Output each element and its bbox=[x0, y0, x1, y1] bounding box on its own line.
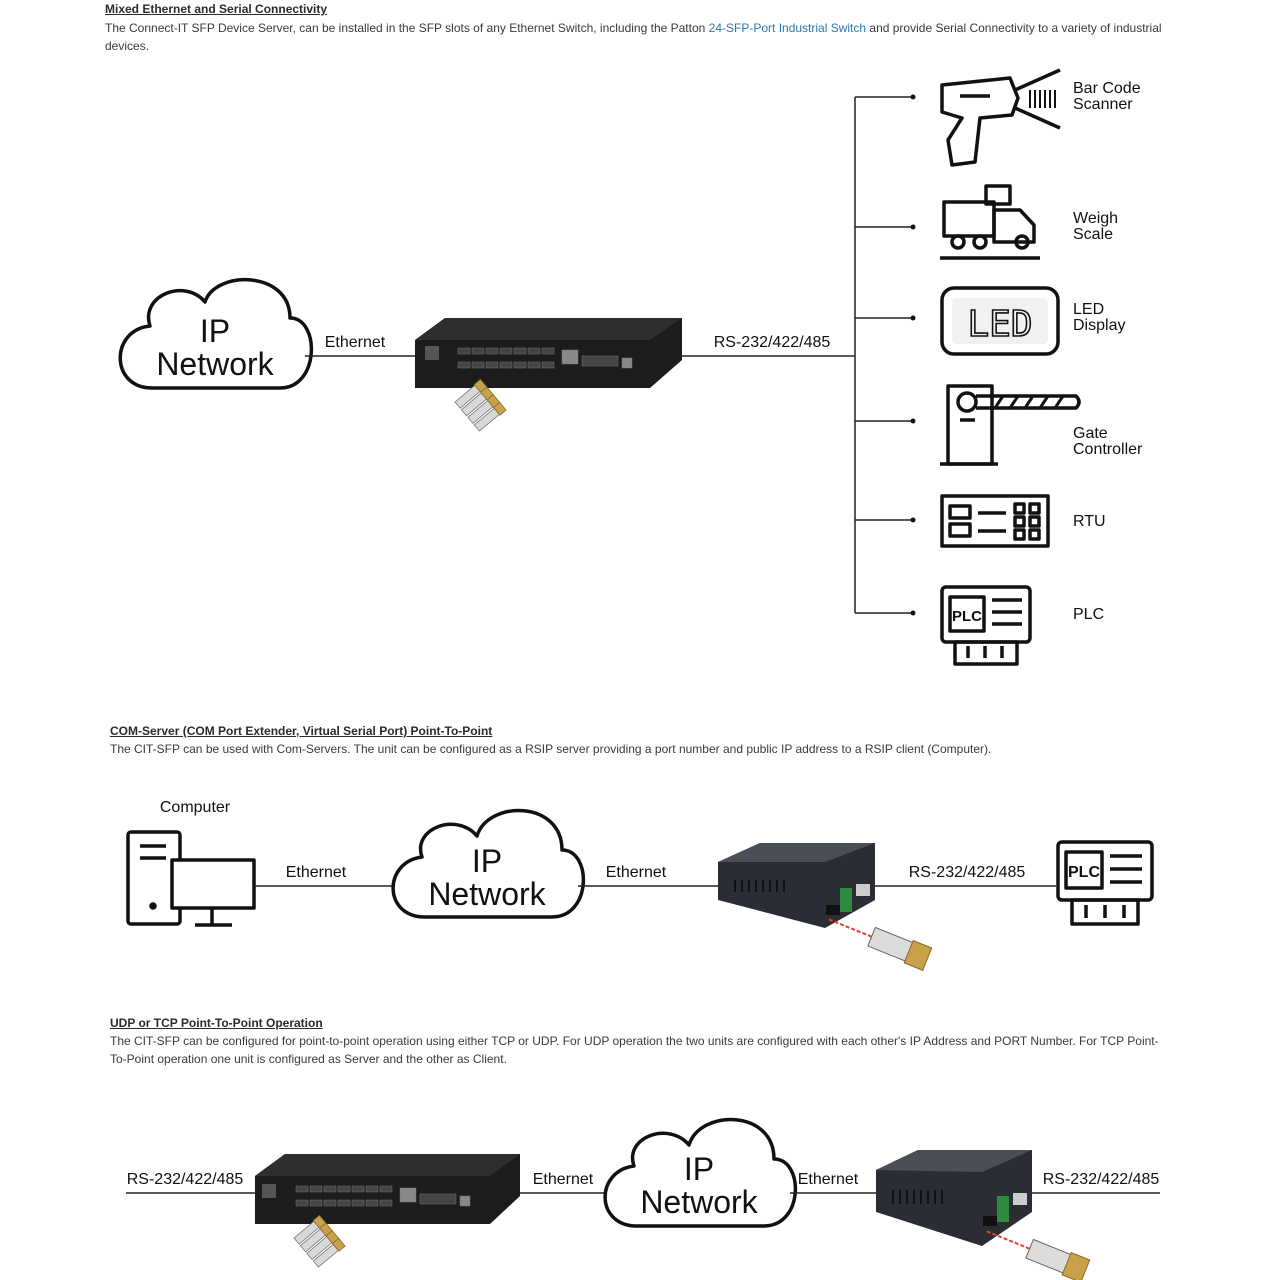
plc2-icon-text: PLC bbox=[1068, 864, 1100, 881]
section2-description: The CIT-SFP can be used with Com-Servers… bbox=[110, 742, 992, 756]
media-converter bbox=[718, 843, 875, 928]
cloud-network-label: Network bbox=[156, 346, 274, 382]
cloud-converter-label: Ethernet bbox=[798, 1171, 859, 1188]
device-label-plc: PLC bbox=[1073, 606, 1104, 623]
computer-icon bbox=[126, 830, 256, 927]
section1-description: The Connect-IT SFP Device Server, can be… bbox=[105, 19, 1165, 55]
diagram3-cloud: IP Network bbox=[603, 1117, 797, 1228]
industrial-switch bbox=[415, 318, 682, 388]
plc-icon: PLC bbox=[940, 585, 1032, 666]
diagram2-cloud: IP Network bbox=[391, 808, 585, 919]
computer-ethernet-label: Ethernet bbox=[286, 864, 347, 881]
serial-link-label: RS-232/422/485 bbox=[714, 334, 831, 351]
cloud3-network-label: Network bbox=[640, 1184, 758, 1220]
led-display-text: LED bbox=[967, 304, 1032, 345]
industrial-switch-link[interactable]: 24-SFP-Port Industrial Switch bbox=[708, 21, 867, 35]
right-serial-label: RS-232/422/485 bbox=[1043, 1171, 1160, 1188]
media-converter-2 bbox=[876, 1150, 1032, 1246]
section3-description: The CIT-SFP can be configured for point-… bbox=[110, 1034, 1159, 1066]
device-label-gate-line2: Controller bbox=[1073, 441, 1143, 458]
cloud-ethernet-label: Ethernet bbox=[606, 864, 667, 881]
serial-bus bbox=[854, 96, 913, 614]
switch-ethernet-label: Ethernet bbox=[533, 1171, 594, 1188]
device-label-weigh-line2: Scale bbox=[1073, 226, 1113, 243]
device-label-led-line1: LED bbox=[1073, 301, 1104, 318]
weigh-scale-truck-icon bbox=[940, 184, 1040, 260]
barcode-scanner-icon bbox=[940, 68, 1061, 167]
device-label-gate-line1: Gate bbox=[1073, 425, 1108, 442]
gate-barrier-icon bbox=[940, 384, 1081, 466]
left-serial-label: RS-232/422/485 bbox=[127, 1171, 244, 1188]
rtu-icon bbox=[940, 494, 1050, 548]
led-display-icon: LED bbox=[940, 286, 1060, 356]
section2-heading: COM-Server (COM Port Extender, Virtual S… bbox=[110, 724, 493, 738]
sfp-module-inserted-2 bbox=[986, 1230, 1091, 1280]
cloud3-ip-label: IP bbox=[684, 1151, 714, 1187]
plc-serial-label: RS-232/422/485 bbox=[909, 864, 1026, 881]
device-label-barcode-line2: Scanner bbox=[1073, 96, 1133, 113]
sfp-module-inserted bbox=[828, 918, 933, 971]
plc-icon-diagram2: PLC bbox=[1056, 840, 1154, 926]
device-label-weigh-line1: Weigh bbox=[1073, 210, 1118, 227]
computer-label: Computer bbox=[160, 799, 231, 816]
device-label-led-line2: Display bbox=[1073, 317, 1125, 334]
diagram1-cloud: IP Network bbox=[118, 277, 313, 390]
industrial-switch-2 bbox=[255, 1154, 520, 1224]
bus-endpoints bbox=[910, 94, 916, 616]
cloud2-network-label: Network bbox=[428, 876, 546, 912]
plc-icon-text: PLC bbox=[952, 608, 982, 625]
cloud2-ip-label: IP bbox=[472, 843, 502, 879]
device-label-barcode-line1: Bar Code bbox=[1073, 80, 1141, 97]
device-label-rtu: RTU bbox=[1073, 513, 1106, 530]
ethernet-link-label: Ethernet bbox=[325, 334, 386, 351]
section1-heading: Mixed Ethernet and Serial Connectivity bbox=[105, 2, 328, 16]
section1-text-after: and provide Serial Connectivity to a var… bbox=[105, 21, 1162, 53]
section3-heading: UDP or TCP Point-To-Point Operation bbox=[110, 1016, 323, 1030]
section1-text-before: The Connect-IT SFP Device Server, can be… bbox=[105, 21, 706, 35]
cloud-ip-label: IP bbox=[200, 313, 230, 349]
